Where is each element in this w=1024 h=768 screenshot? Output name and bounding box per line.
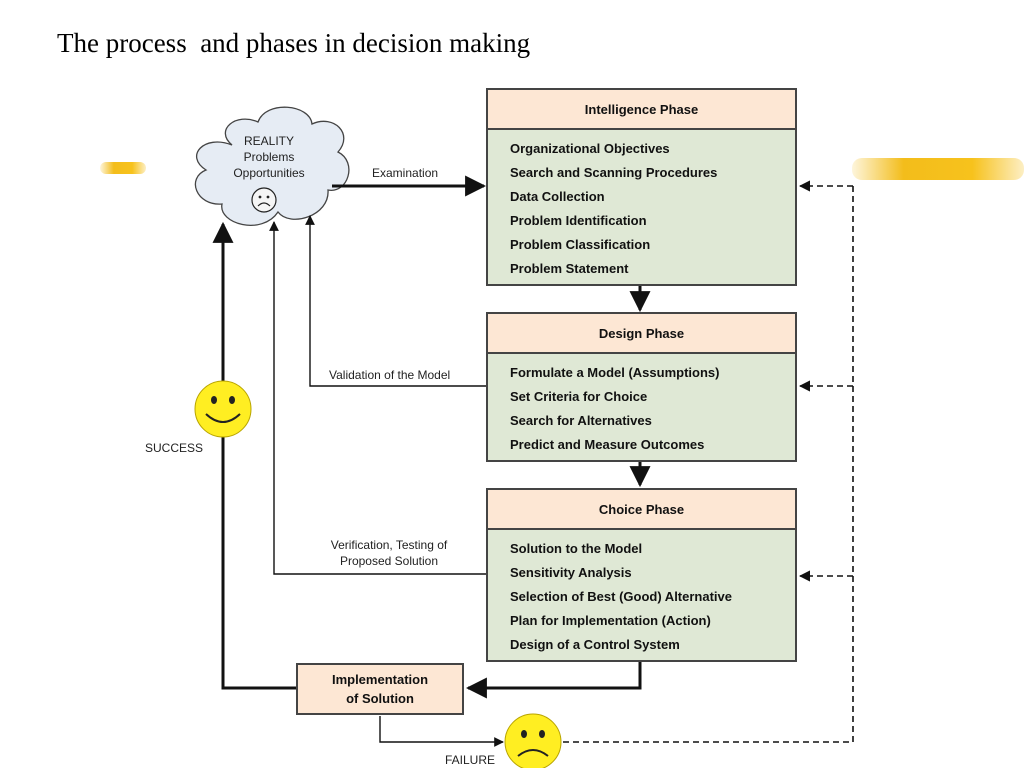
reality-cloud-text: REALITY Problems Opportunities [214, 133, 324, 181]
choice-phase-box: Choice Phase Solution to the Model Sensi… [486, 488, 797, 662]
implementation-label-line-2: of Solution [346, 691, 414, 706]
validation-feedback-arrow [305, 215, 486, 387]
phase-item-list: Solution to the Model Sensitivity Analys… [488, 530, 795, 663]
list-item: Problem Statement [510, 261, 629, 276]
failure-label: FAILURE [445, 753, 496, 767]
list-item: Sensitivity Analysis [510, 565, 632, 580]
verification-label-line-1: Verification, Testing of [330, 538, 448, 552]
yellow-highlight-stroke-right [852, 158, 1024, 180]
list-item: Solution to the Model [510, 541, 643, 556]
implementation-to-failure-arrow [379, 716, 504, 747]
implementation-label-line-1: Implementation [331, 672, 429, 687]
phase-header: Choice Phase [488, 490, 795, 530]
problems-label: Problems [243, 150, 295, 164]
implementation-box: Implementation of Solution [296, 663, 464, 715]
yellow-highlight-stroke-left [100, 162, 146, 174]
choice-to-implementation-arrow [465, 661, 642, 699]
phase-header: Intelligence Phase [488, 90, 795, 130]
list-item: Predict and Measure Outcomes [510, 437, 705, 452]
success-feedback-arrow [212, 221, 296, 690]
frown-face-icon [251, 187, 277, 213]
reality-cloud [194, 106, 350, 226]
success-label: SUCCESS [145, 441, 204, 455]
verification-feedback-arrow [269, 221, 486, 575]
list-item: Set Criteria for Choice [510, 389, 648, 404]
list-item: Search and Scanning Procedures [510, 165, 718, 180]
slide-title: The process and phases in decision makin… [57, 28, 531, 58]
phase-item-list: Formulate a Model (Assumptions) Set Crit… [488, 354, 795, 463]
list-item: Design of a Control System [510, 637, 680, 652]
list-item: Plan for Implementation (Action) [510, 613, 711, 628]
intelligence-phase-box: Intelligence Phase Organizational Object… [486, 88, 797, 286]
list-item: Organizational Objectives [510, 141, 670, 156]
sad-face-icon [504, 713, 562, 768]
opportunities-label: Opportunities [233, 166, 305, 180]
phase-item-list: Organizational Objectives Search and Sca… [488, 130, 795, 287]
smiley-face-icon [194, 380, 252, 438]
list-item: Data Collection [510, 189, 605, 204]
verification-label: Verification, Testing of Proposed Soluti… [316, 537, 462, 569]
list-item: Search for Alternatives [510, 413, 652, 428]
list-item: Problem Identification [510, 213, 647, 228]
validation-label: Validation of the Model [329, 368, 451, 382]
failure-feedback-dashed-line [563, 186, 854, 743]
verification-label-line-2: Proposed Solution [339, 554, 439, 568]
list-item: Problem Classification [510, 237, 651, 252]
list-item: Formulate a Model (Assumptions) [510, 365, 720, 380]
phase-header: Design Phase [488, 314, 795, 354]
examination-label: Examination [372, 166, 439, 180]
design-phase-box: Design Phase Formulate a Model (Assumpti… [486, 312, 797, 462]
list-item: Selection of Best (Good) Alternative [510, 589, 732, 604]
reality-label: REALITY [243, 134, 294, 148]
